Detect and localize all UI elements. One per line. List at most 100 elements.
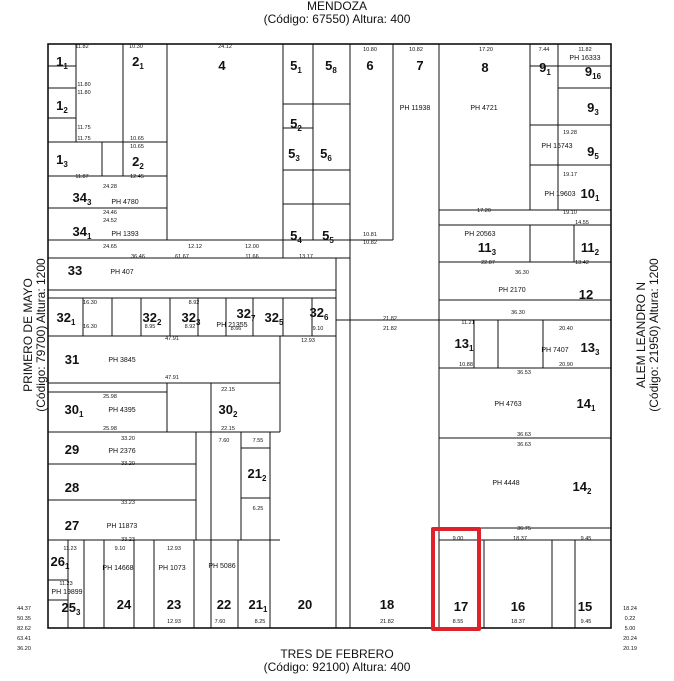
dimension-label: 22.15 xyxy=(221,387,235,393)
lot-label: 4 xyxy=(218,58,226,73)
lot-label: 325 xyxy=(265,310,284,327)
ph-label: PH 11873 xyxy=(107,523,138,530)
dimension-label: 8.66 xyxy=(231,326,242,332)
ph-label: PH 4780 xyxy=(111,199,138,206)
ph-label: PH 11938 xyxy=(400,105,431,112)
lot-label: 6 xyxy=(366,58,373,73)
dimension-label: 13.42 xyxy=(575,260,589,266)
dimension-label: 44.37 xyxy=(17,606,31,612)
lot-label: 95 xyxy=(587,144,599,161)
ph-label: PH 16333 xyxy=(569,55,600,62)
dimension-label: 11.75 xyxy=(77,125,90,131)
dimension-label: 25.98 xyxy=(103,426,117,432)
lot-label: 20 xyxy=(298,597,312,612)
ph-label: PH 4395 xyxy=(108,407,135,414)
dimension-label: 24.52 xyxy=(103,218,117,224)
lot-labels: 11 12 13 21 22 4 51 58 6 7 8 91 916 93 9… xyxy=(51,54,602,617)
dimension-label: 19.28 xyxy=(563,130,577,136)
lot-label: 91 xyxy=(539,60,551,77)
lot-label: 322 xyxy=(143,310,162,327)
dimension-label: 10.82 xyxy=(363,240,377,246)
lot-label-highlighted: 17 xyxy=(454,599,468,614)
parcel-boundaries xyxy=(48,44,611,628)
lot-label: 323 xyxy=(182,310,201,327)
lot-label: 15 xyxy=(578,599,592,614)
dimension-label: 50.35 xyxy=(17,616,31,622)
lot-label: 31 xyxy=(65,352,79,367)
dimension-label: 8.95 xyxy=(145,324,156,330)
dimension-label: 24.28 xyxy=(103,184,117,190)
ph-label: PH 407 xyxy=(110,269,133,276)
lot-label: 93 xyxy=(587,100,599,117)
lot-label: 101 xyxy=(581,186,600,203)
ph-label: PH 4721 xyxy=(470,105,497,112)
dimension-label: 36.30 xyxy=(511,310,525,316)
lot-label: 22 xyxy=(217,597,231,612)
dimension-label: 9.00 xyxy=(453,536,464,542)
dimension-label: 0.22 xyxy=(625,616,636,622)
ph-label: PH 14668 xyxy=(102,565,133,572)
dimension-label: 11.23 xyxy=(59,581,72,587)
dimension-label: 21.82 xyxy=(383,316,397,322)
dimension-label: 11.82 xyxy=(75,44,88,50)
dimension-label: 36.63 xyxy=(517,442,531,448)
dimension-label: 8.92 xyxy=(185,324,196,330)
lot-label: 28 xyxy=(65,480,79,495)
lot-label: 18 xyxy=(380,597,394,612)
dimension-label: 11.80 xyxy=(77,90,90,96)
lot-label: 27 xyxy=(65,518,79,533)
lot-label: 52 xyxy=(290,116,302,133)
dimension-label: 8.25 xyxy=(255,619,266,625)
ph-label: PH 4448 xyxy=(492,480,519,487)
highlighted-lot-17-outline[interactable] xyxy=(431,527,481,631)
dimension-label: 36.75 xyxy=(517,526,531,532)
lot-label: 341 xyxy=(73,224,92,241)
dimension-label: 24.12 xyxy=(218,44,232,50)
street-top-label: MENDOZA (Código: 67550) Altura: 400 xyxy=(0,0,674,26)
dimension-label: 10.82 xyxy=(409,47,423,53)
ph-labels: PH 11938 PH 4721 PH 15743 PH 19603 PH 20… xyxy=(51,55,600,596)
street-bottom-name: TRES DE FEBRERO xyxy=(280,647,394,661)
dimension-label: 10.88 xyxy=(459,362,473,368)
ph-label: PH 19899 xyxy=(51,589,82,596)
lot-label: 22 xyxy=(132,154,144,171)
dimension-label: 25.98 xyxy=(103,394,117,400)
dimension-label: 18.37 xyxy=(513,536,527,542)
lot-label: 24 xyxy=(117,597,132,612)
dimension-label: 82.62 xyxy=(17,626,31,632)
lot-label: 261 xyxy=(51,554,70,571)
dimension-label: 19.10 xyxy=(563,210,577,216)
dimension-label: 7.44 xyxy=(539,47,550,53)
dimension-label: 19.17 xyxy=(563,172,577,178)
dimension-label: 20.40 xyxy=(559,326,573,332)
dimension-label: 21.82 xyxy=(380,619,394,625)
dimension-label: 36.30 xyxy=(515,270,529,276)
dimension-label: 9.10 xyxy=(313,326,324,332)
dimension-label: 33.20 xyxy=(121,436,135,442)
lot-label: 7 xyxy=(416,58,423,73)
lot-label: 12 xyxy=(56,98,68,115)
dimension-label: 47.91 xyxy=(165,336,179,342)
dimension-label: 17.20 xyxy=(477,208,491,214)
dimension-label: 13.17 xyxy=(299,254,313,260)
ph-label: PH 21355 xyxy=(216,322,247,329)
lot-label: 8 xyxy=(481,60,488,75)
dimension-label: 9.45 xyxy=(581,536,592,542)
dimension-label: 36.63 xyxy=(517,432,531,438)
dimension-label: 22.15 xyxy=(221,426,235,432)
lot-label: 16 xyxy=(511,599,525,614)
lot-label: 11 xyxy=(56,54,68,71)
dimension-label: 10.80 xyxy=(363,47,377,53)
lot-label: 141 xyxy=(577,396,596,413)
lot-label: 302 xyxy=(219,402,238,419)
lot-label: 53 xyxy=(288,146,300,163)
lot-label: 51 xyxy=(290,58,302,75)
ph-label: PH 2376 xyxy=(108,448,135,455)
lot-label: 33 xyxy=(68,263,82,278)
lot-label: 54 xyxy=(290,228,302,245)
dimension-label: 18.24 xyxy=(623,606,637,612)
ph-label: PH 5086 xyxy=(208,563,235,570)
dimension-label: 22.87 xyxy=(481,260,495,266)
ph-label: PH 20563 xyxy=(464,231,495,238)
